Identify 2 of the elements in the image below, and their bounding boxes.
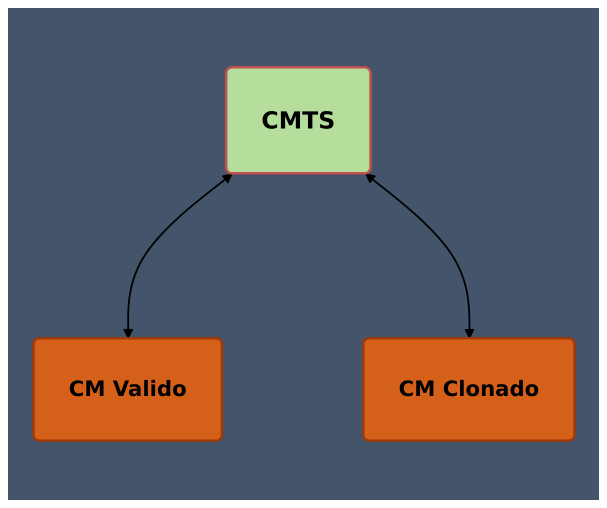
arrow: [364, 173, 474, 339]
arrow: [122, 173, 232, 339]
